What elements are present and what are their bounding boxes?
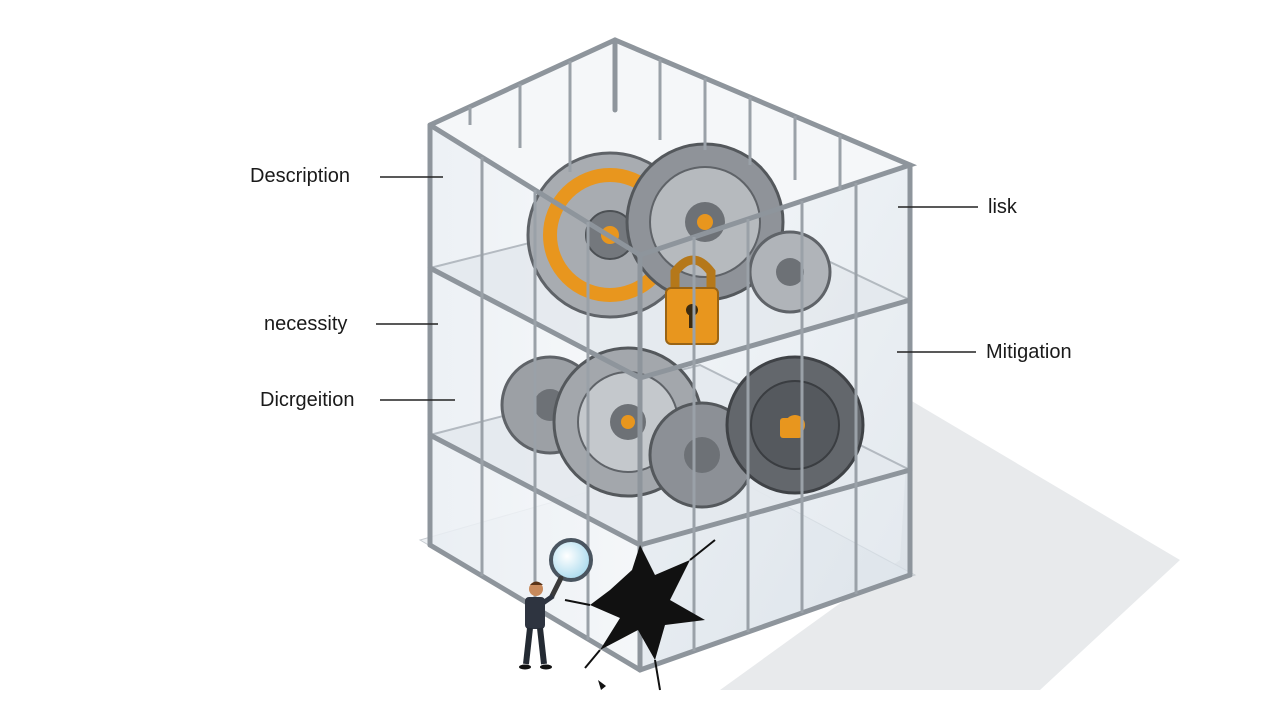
glass-top-face (430, 40, 910, 255)
cage-bars (468, 59, 858, 651)
padlock-icon (665, 255, 719, 345)
person-figure (519, 581, 555, 670)
label-description: Description (250, 165, 351, 187)
cage-frame (427, 37, 918, 673)
magnifying-glass-icon (549, 538, 593, 599)
leader-lines (376, 176, 978, 401)
gear-upper-right (748, 230, 832, 314)
label-risk: lisk (988, 196, 1017, 218)
gear-lower-right (725, 355, 865, 495)
label-dicrgeition: Dicrgeition (260, 389, 355, 411)
label-mitigation: Mitigation (986, 341, 1072, 363)
ink-splat-crack (564, 539, 716, 691)
label-necessity: necessity (264, 313, 348, 335)
cast-shadow (720, 400, 1180, 690)
